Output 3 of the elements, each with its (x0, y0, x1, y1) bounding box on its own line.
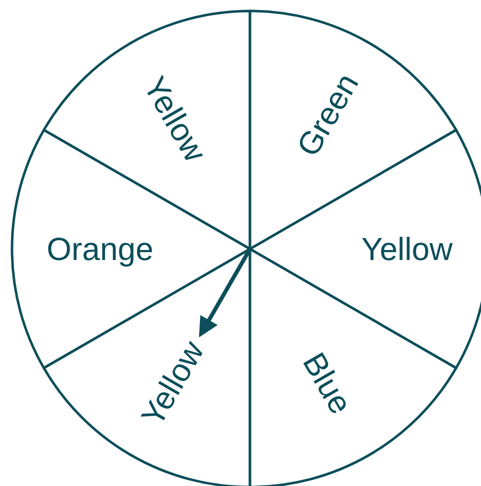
sector-label: Yellow (360, 230, 454, 268)
pointer-arrow (199, 250, 250, 338)
sector-label: Orange (46, 230, 154, 269)
